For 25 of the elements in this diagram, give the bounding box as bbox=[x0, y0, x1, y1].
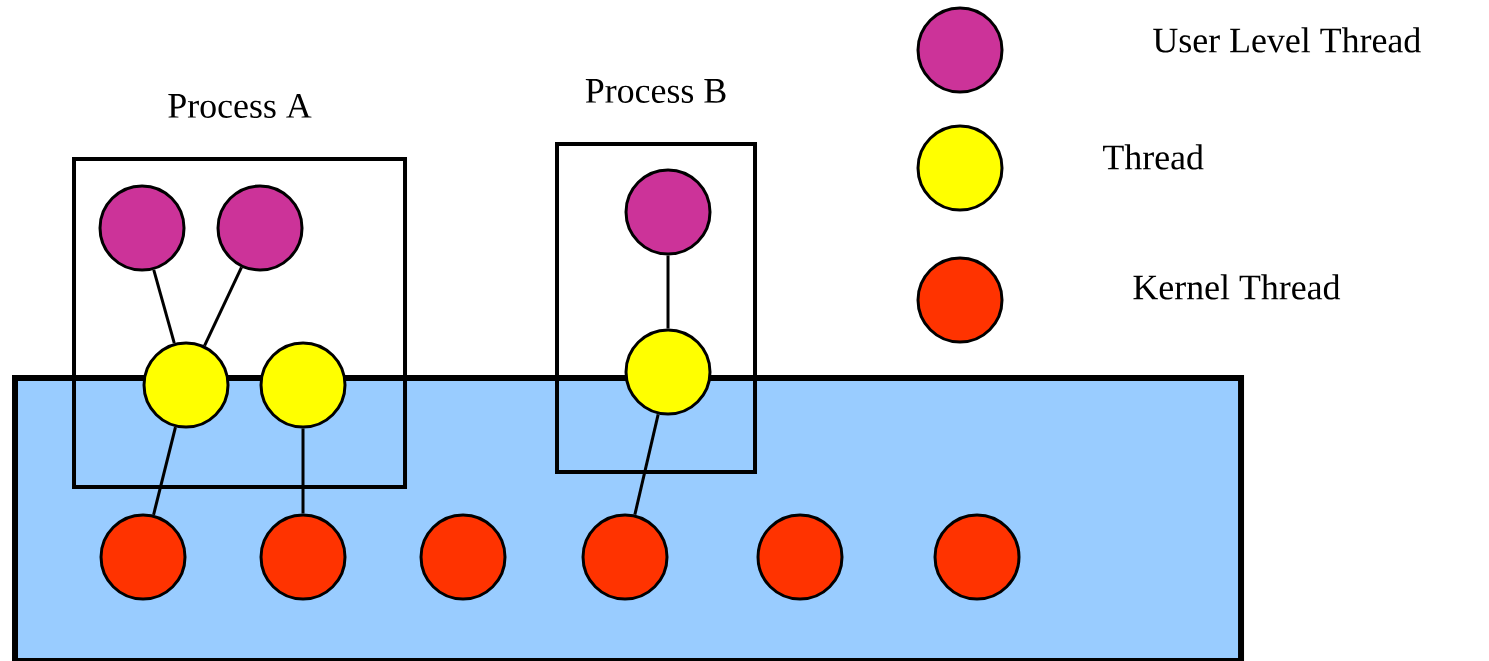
connector-line bbox=[301, 428, 305, 514]
thread-circle bbox=[142, 341, 230, 429]
thread-circle bbox=[419, 513, 507, 601]
connector-line bbox=[152, 426, 177, 516]
legend-label: Kernel Thread bbox=[1133, 274, 1341, 300]
thread-circle bbox=[99, 513, 187, 601]
legend-label: User Level Thread bbox=[1153, 27, 1421, 53]
thread-circle bbox=[259, 513, 347, 601]
connector-line bbox=[203, 266, 243, 347]
connector-line bbox=[152, 269, 176, 344]
thread-circle bbox=[756, 513, 844, 601]
connector-line bbox=[633, 414, 660, 515]
process-box: Process A bbox=[72, 93, 407, 489]
connector-line bbox=[666, 255, 670, 329]
thread-circle bbox=[259, 341, 347, 429]
thread-circle bbox=[933, 513, 1021, 601]
thread-circle bbox=[624, 168, 712, 256]
node-label: Process A bbox=[168, 93, 312, 118]
thread-circle bbox=[581, 513, 669, 601]
thread-circle bbox=[216, 184, 304, 272]
legend-label: Thread bbox=[1103, 144, 1204, 170]
thread-circle bbox=[624, 328, 712, 416]
process-box: Process B bbox=[555, 79, 757, 474]
node-label: Process B bbox=[585, 79, 726, 103]
thread-circle bbox=[98, 184, 186, 272]
